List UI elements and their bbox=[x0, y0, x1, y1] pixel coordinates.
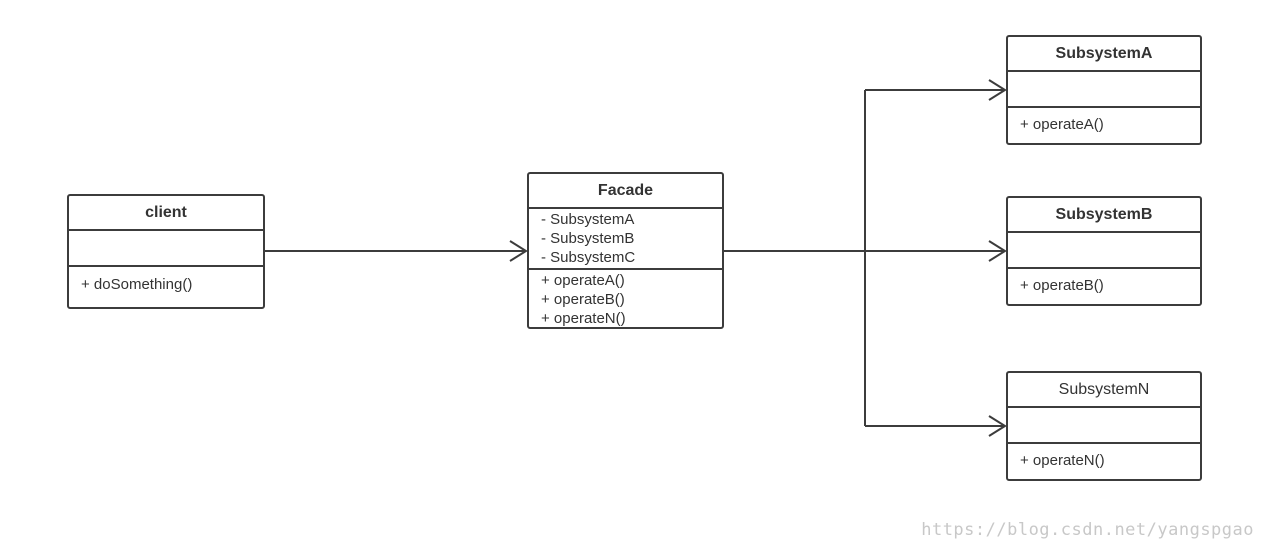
attribute-item: - SubsystemC bbox=[541, 249, 636, 266]
arrow-client-to-facade-head bbox=[509, 240, 528, 262]
operation-item: + operateB() bbox=[1020, 277, 1104, 294]
class-subsystem-a-name: SubsystemA bbox=[1008, 37, 1200, 72]
arrow-to-subsystem-a-head bbox=[988, 79, 1007, 101]
operation-item: + operateA() bbox=[541, 272, 625, 289]
class-subsystem-b[interactable]: SubsystemB + operateB() bbox=[1006, 196, 1202, 306]
class-subsystem-a-attributes bbox=[1008, 72, 1200, 108]
class-subsystem-n[interactable]: SubsystemN + operateN() bbox=[1006, 371, 1202, 481]
arrow-to-subsystem-b-head bbox=[988, 240, 1007, 262]
class-facade-name: Facade bbox=[529, 174, 722, 209]
class-subsystem-b-operations: + operateB() bbox=[1008, 269, 1200, 295]
operation-item: + doSomething() bbox=[81, 276, 193, 293]
class-subsystem-n-operations: + operateN() bbox=[1008, 444, 1200, 470]
operation-item: + operateA() bbox=[1020, 116, 1104, 133]
class-subsystem-n-attributes bbox=[1008, 408, 1200, 444]
operation-item: + operateN() bbox=[541, 310, 626, 327]
class-client[interactable]: client + doSomething() bbox=[67, 194, 265, 309]
class-client-name: client bbox=[69, 196, 263, 231]
attribute-item: - SubsystemB bbox=[541, 230, 635, 247]
class-facade-operations: + operateA() + operateB() + operateN() bbox=[529, 270, 722, 328]
class-client-attributes bbox=[69, 231, 263, 267]
arrow-to-subsystem-n-head bbox=[988, 415, 1007, 437]
class-subsystem-b-name: SubsystemB bbox=[1008, 198, 1200, 233]
operation-item: + operateB() bbox=[541, 291, 625, 308]
attribute-item: - SubsystemA bbox=[541, 211, 635, 228]
watermark-url: https://blog.csdn.net/yangspgao bbox=[921, 520, 1254, 540]
class-facade-attributes: - SubsystemA - SubsystemB - SubsystemC bbox=[529, 209, 722, 270]
class-subsystem-a[interactable]: SubsystemA + operateA() bbox=[1006, 35, 1202, 145]
class-client-operations: + doSomething() bbox=[69, 267, 263, 294]
class-facade[interactable]: Facade - SubsystemA - SubsystemB - Subsy… bbox=[527, 172, 724, 329]
class-subsystem-b-attributes bbox=[1008, 233, 1200, 269]
operation-item: + operateN() bbox=[1020, 452, 1105, 469]
class-subsystem-n-name: SubsystemN bbox=[1008, 373, 1200, 408]
class-subsystem-a-operations: + operateA() bbox=[1008, 108, 1200, 134]
